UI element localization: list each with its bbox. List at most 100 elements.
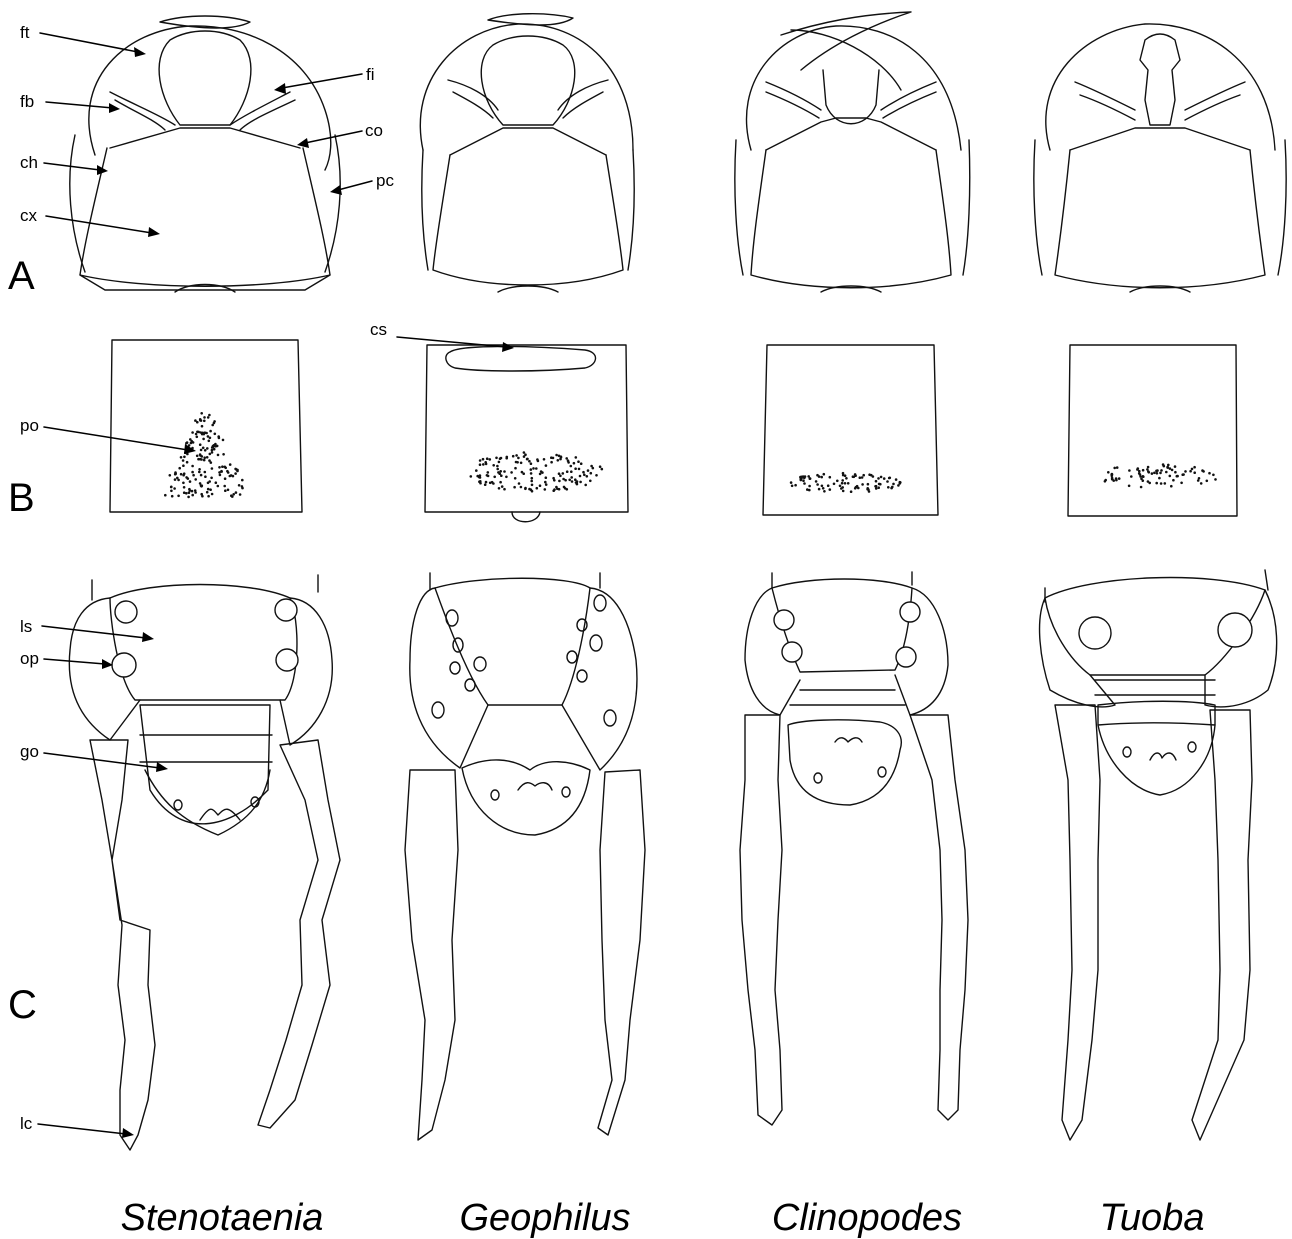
pore — [498, 461, 501, 464]
pore — [844, 482, 847, 485]
pore — [601, 468, 604, 471]
pore — [861, 476, 864, 479]
pore — [1193, 466, 1196, 469]
row-label-b: B — [8, 476, 35, 520]
pore — [229, 463, 232, 466]
pore — [182, 459, 185, 462]
pore — [218, 437, 221, 440]
pore — [578, 468, 581, 471]
pore — [201, 425, 204, 428]
pore — [1169, 467, 1172, 470]
pore — [579, 475, 582, 478]
pore — [1115, 477, 1118, 480]
pore — [520, 486, 523, 489]
sternite-tuoba — [1068, 345, 1237, 516]
pore — [169, 474, 172, 477]
pore — [1212, 474, 1215, 477]
row-label-c: C — [8, 983, 37, 1027]
pore — [599, 465, 602, 468]
pore — [1184, 470, 1187, 473]
row-a-forcipules — [70, 12, 1286, 292]
pore — [1164, 482, 1167, 485]
pore — [221, 465, 224, 468]
pore — [877, 486, 880, 489]
pore — [200, 449, 203, 452]
pore — [194, 489, 197, 492]
pore — [1158, 477, 1161, 480]
genus-clinopodes: Clinopodes — [772, 1197, 962, 1239]
pore-field-geophilus — [470, 451, 604, 492]
pore — [234, 472, 237, 475]
pore — [503, 488, 506, 491]
pore — [807, 475, 810, 478]
pore — [208, 480, 211, 483]
pore — [528, 488, 531, 491]
posterior-clinopodes — [740, 572, 968, 1125]
pore — [524, 453, 527, 456]
pore — [182, 482, 185, 485]
pore — [550, 461, 553, 464]
pore — [198, 468, 201, 471]
pore — [531, 477, 534, 480]
pore — [842, 490, 845, 493]
pore — [841, 486, 844, 489]
pore — [574, 467, 577, 470]
pore — [545, 464, 548, 467]
pore — [899, 482, 902, 485]
pore — [580, 462, 583, 465]
pore — [854, 487, 857, 490]
pore — [809, 477, 812, 480]
pore — [183, 456, 186, 459]
pore — [564, 487, 567, 490]
pore — [815, 480, 818, 483]
pore — [558, 472, 561, 475]
pore — [586, 475, 589, 478]
pore — [820, 476, 823, 479]
pore — [210, 461, 213, 464]
pore — [1147, 480, 1150, 483]
pore — [1112, 479, 1115, 482]
pore — [512, 455, 515, 458]
pore — [204, 449, 207, 452]
pore — [203, 420, 206, 423]
pore — [202, 438, 205, 441]
pore — [1155, 482, 1158, 485]
label-fi: fi — [366, 65, 375, 84]
label-go: go — [20, 742, 39, 761]
pore — [235, 491, 238, 494]
pore — [195, 433, 198, 436]
pore — [192, 474, 195, 477]
pore — [178, 467, 181, 470]
pore — [535, 467, 538, 470]
pore — [205, 432, 208, 435]
pore — [1193, 471, 1196, 474]
pore — [203, 456, 206, 459]
pore — [587, 469, 590, 472]
pore — [576, 480, 579, 483]
pore — [514, 467, 517, 470]
pore — [214, 445, 217, 448]
pore — [808, 485, 811, 488]
row-b-sternites — [110, 340, 1237, 522]
label-op: op — [20, 649, 39, 668]
pore — [208, 414, 211, 417]
pore — [223, 485, 226, 488]
pore — [204, 475, 207, 478]
sternite-geophilus — [425, 345, 628, 522]
pore — [1146, 468, 1149, 471]
pore — [499, 481, 502, 484]
pore — [1118, 477, 1121, 480]
pore — [180, 456, 183, 459]
pore — [523, 451, 526, 454]
pore — [211, 467, 214, 470]
pore — [866, 488, 869, 491]
pore-field-tuoba — [1104, 463, 1217, 488]
pore — [579, 481, 582, 484]
forcipule-stenotaenia — [70, 16, 340, 292]
pore — [198, 471, 201, 474]
pore — [482, 458, 485, 461]
pore — [1182, 473, 1185, 476]
pore — [206, 456, 209, 459]
pore — [816, 474, 819, 477]
